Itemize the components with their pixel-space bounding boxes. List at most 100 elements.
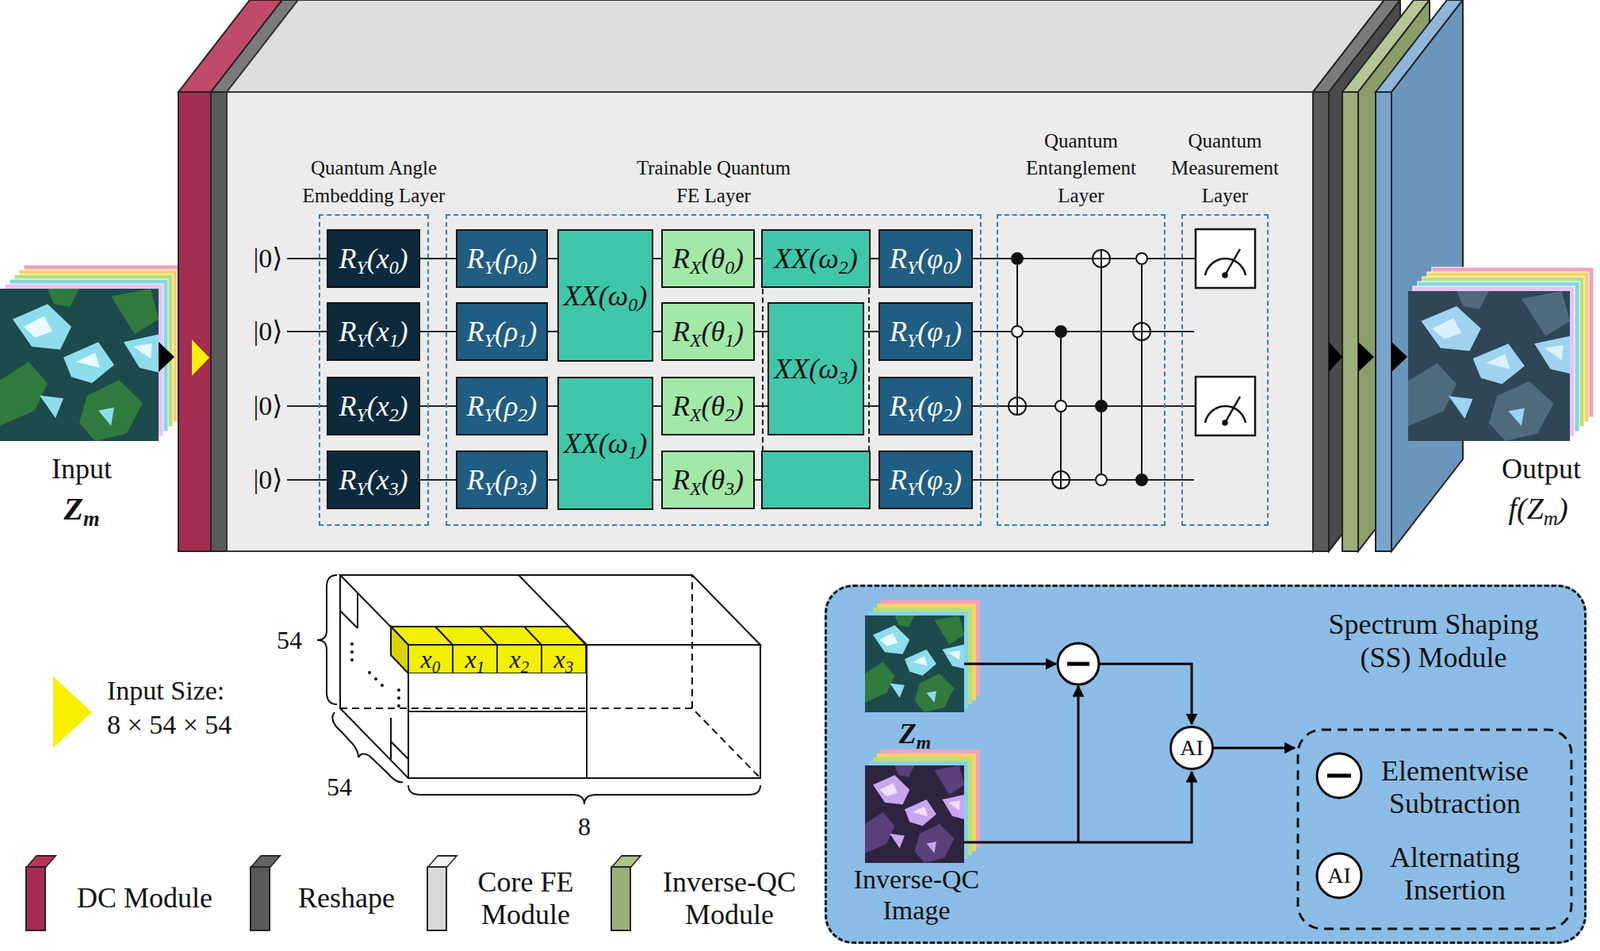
input-cell: x3 <box>541 644 586 674</box>
qubit-wire <box>547 257 558 260</box>
input-cell: x1 <box>452 644 498 674</box>
gate-label: RY(x0) <box>338 244 408 273</box>
ss-module-panel <box>1327 773 1352 778</box>
gate-label: RY(φ3) <box>889 465 962 494</box>
xx-gate: XX(ω1) <box>557 376 654 510</box>
ss-module-panel <box>1316 753 1362 798</box>
rotation-gate: RY(φ3) <box>878 450 973 510</box>
qubit-wire <box>547 478 558 481</box>
dc-module-slab <box>191 339 210 376</box>
embedding-gate: RY(x3) <box>326 450 421 510</box>
qubit-wire <box>754 257 762 260</box>
qubit-wire <box>754 405 768 407</box>
ss-module-panel <box>865 615 965 712</box>
ket-label: |0⟩ <box>252 315 283 347</box>
rx-gate: RX(θ2) <box>661 376 755 436</box>
qubit-wire <box>287 405 327 407</box>
ket-label: |0⟩ <box>252 242 283 274</box>
entanglement-gates <box>1008 397 1026 415</box>
entanglement-gates <box>1008 397 1026 415</box>
qubit-wire <box>653 330 662 333</box>
gate-label: RX(θ2) <box>672 391 744 421</box>
qubit-wire <box>653 257 662 260</box>
data-cube <box>350 650 354 654</box>
rotation-gate: RY(ρ2) <box>455 376 548 436</box>
math-symbol: Zm <box>64 490 100 528</box>
gate-label: x3 <box>554 646 575 672</box>
legend-text: Inverse-QC Module <box>646 865 813 932</box>
flow-arrow <box>158 341 175 372</box>
qubit-wire <box>754 330 768 333</box>
rx-gate: RX(θ3) <box>661 450 755 510</box>
image-caption: Output <box>1501 452 1581 486</box>
ss-module-panel <box>964 662 1057 666</box>
qubit-wire <box>287 258 1196 480</box>
entanglement-gates <box>1092 249 1111 268</box>
data-cube <box>397 704 401 708</box>
gate-label: RY(x2) <box>338 391 408 421</box>
output-image <box>1408 267 1594 441</box>
ket-label: |0⟩ <box>252 390 283 422</box>
qubit-wire <box>972 257 1196 260</box>
gate-label: RX(θ0) <box>672 244 744 273</box>
swatch-top <box>426 854 459 868</box>
qubit-wire <box>420 405 456 407</box>
dimension-label: 54 <box>276 625 303 655</box>
data-cube <box>350 642 354 646</box>
data-cube <box>380 683 384 687</box>
rotation-gate: RY(φ1) <box>878 302 973 361</box>
layer-heading: Quantum Angle Embedding Layer <box>294 154 454 210</box>
reshape-slab <box>1312 91 1329 552</box>
swatch-top <box>249 854 282 868</box>
entanglement-gates <box>1055 325 1067 337</box>
gate-label: RY(ρ0) <box>466 244 537 273</box>
entanglement-gates <box>1011 252 1023 265</box>
measurement-meter <box>1195 376 1256 436</box>
circuit-layer-box: Quantum Measurement Layer <box>1181 214 1269 526</box>
data-cube <box>435 626 542 645</box>
embedding-gate: RY(x2) <box>326 376 421 436</box>
size-note: 8 × 54 × 54 <box>107 708 232 740</box>
rotation-gate: RY(φ0) <box>878 229 973 288</box>
ss-module-panel <box>824 584 1587 944</box>
core-fe-module <box>226 91 1313 552</box>
layer-heading: Quantum Measurement Layer <box>1159 127 1291 211</box>
math-symbol: Zm <box>899 717 931 751</box>
ket-label: |0⟩ <box>252 463 283 495</box>
qubit-wire <box>653 405 662 407</box>
dimension-bracket <box>317 574 337 705</box>
ss-module-panel <box>1077 685 1080 843</box>
gate-label: AI <box>1179 736 1204 759</box>
layer-heading: Spectrum Shaping (SS) Module <box>1314 607 1553 675</box>
entanglement-gates <box>1055 400 1067 412</box>
qubit-wire <box>420 478 456 481</box>
qubit-wire <box>287 330 327 333</box>
ss-module-panel <box>1316 853 1362 898</box>
legend-swatch <box>610 865 632 931</box>
layer-heading: Quantum Entanglement Layer <box>1015 127 1147 211</box>
legend-text: Alternating Insertion <box>1367 841 1543 908</box>
ss-module-slab <box>1375 91 1392 552</box>
qubit-wire <box>420 330 456 333</box>
qubit-wire <box>547 330 558 333</box>
qubit-wire <box>972 478 1195 481</box>
input-cell: x0 <box>408 644 453 674</box>
xx-gate-part <box>761 450 871 510</box>
entanglement-gates <box>1136 474 1148 486</box>
data-cube <box>340 574 761 778</box>
measurement-meter <box>1224 396 1241 423</box>
input-image <box>0 288 159 441</box>
xx-gate: XX(ω0) <box>557 229 654 362</box>
data-cube <box>390 626 586 645</box>
ss-module-panel <box>1098 663 1192 724</box>
entanglement-gates <box>1092 249 1111 268</box>
data-cube <box>374 677 378 681</box>
legend-text: DC Module <box>76 881 213 915</box>
entanglement-gates <box>1100 250 1103 480</box>
xx-gate-wrap-line <box>762 288 869 451</box>
operator-circle: AI <box>1169 725 1214 770</box>
dimension-bracket <box>317 574 761 804</box>
gate-label: x2 <box>509 646 530 672</box>
measurement-meter <box>1195 229 1256 288</box>
entanglement-gates <box>1095 474 1107 486</box>
